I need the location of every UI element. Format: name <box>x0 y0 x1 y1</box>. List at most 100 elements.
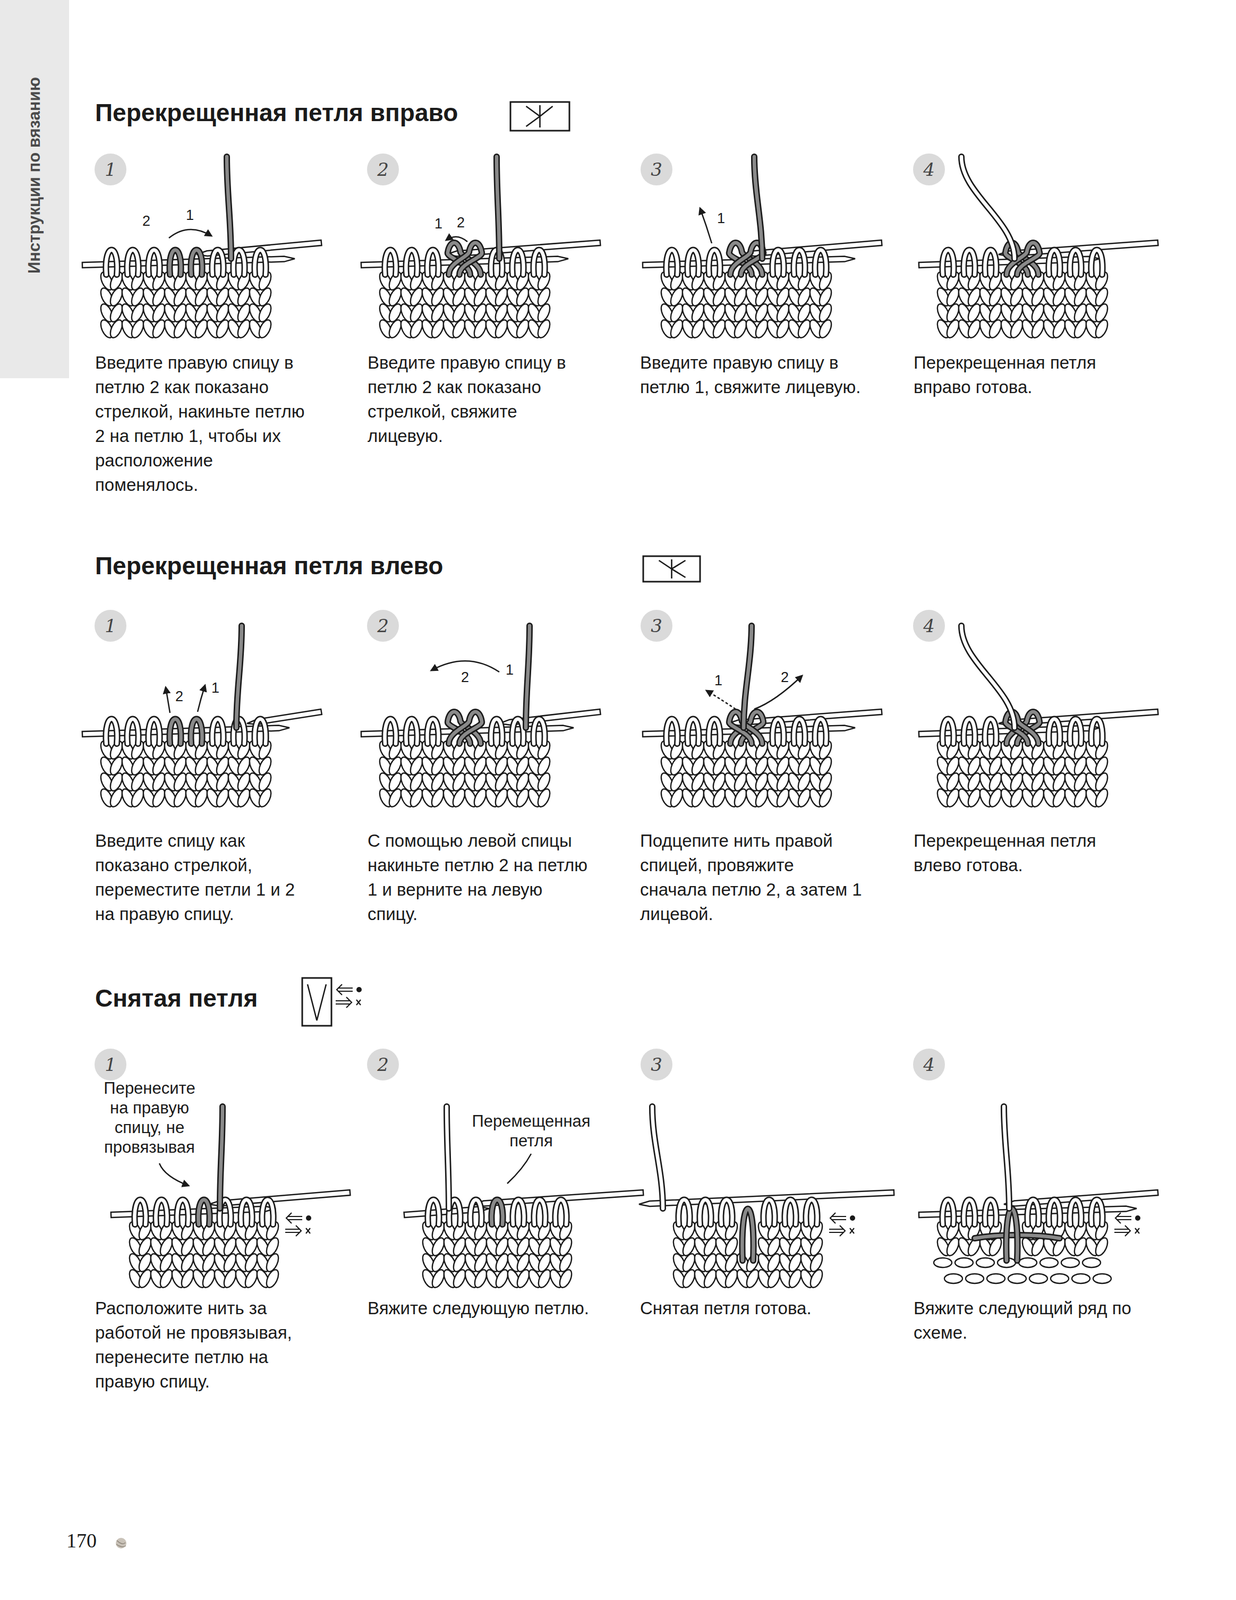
fabric <box>786 787 813 809</box>
stitch-loops <box>687 250 699 276</box>
fabric <box>225 787 253 809</box>
fabric <box>807 1267 825 1290</box>
stitch-loops <box>814 250 826 276</box>
stitch-loops <box>1090 1199 1103 1225</box>
step-digit: 2 <box>377 160 389 179</box>
stitch-loops <box>533 1199 545 1225</box>
fabric <box>1083 1236 1111 1258</box>
stitch-loops <box>176 1199 189 1225</box>
fabric <box>722 787 749 809</box>
stitch-loops <box>105 719 117 745</box>
chart-symbol <box>659 559 686 579</box>
fabric <box>934 1236 962 1258</box>
stitch-loops <box>708 719 720 745</box>
stitch-loops <box>963 1199 975 1225</box>
stitch-loops <box>793 250 805 276</box>
fabric <box>977 318 1004 340</box>
fabric <box>1029 1273 1048 1284</box>
fabric <box>956 787 983 809</box>
working-yarn <box>496 156 500 259</box>
stitch-loops <box>555 1199 567 1225</box>
step-digit: 2 <box>377 1055 389 1074</box>
stitch-loops <box>1048 719 1060 745</box>
stitch-loops <box>963 719 975 745</box>
stitch-loops <box>805 1199 817 1225</box>
working-yarn <box>219 1106 223 1209</box>
fabric <box>722 318 749 340</box>
stitch-loops <box>942 250 954 276</box>
fabric <box>743 318 771 340</box>
fabric <box>140 787 168 809</box>
stitch-loops <box>814 719 826 745</box>
highlighted-stitch <box>448 711 482 744</box>
fabric <box>126 1220 281 1290</box>
fabric <box>1093 1273 1112 1284</box>
stitch-loops <box>942 1199 954 1225</box>
fabric <box>764 787 792 809</box>
step-number: 2 <box>366 152 400 186</box>
stitch-loops <box>942 1199 954 1225</box>
fabric <box>1050 1273 1069 1284</box>
stitch-loops <box>963 250 975 276</box>
stitch-loops <box>763 1199 775 1225</box>
highlighted-stitch <box>190 719 202 745</box>
working-yarn <box>961 625 1015 728</box>
stitch-loops <box>1048 719 1060 745</box>
fabric <box>658 270 834 340</box>
fabric <box>1040 1257 1059 1268</box>
stitch-loops <box>384 250 396 276</box>
callout-number: 1 <box>505 662 514 678</box>
fabric <box>225 318 253 340</box>
highlighted-stitch <box>742 1208 754 1261</box>
fabric <box>140 318 168 340</box>
step-digit: 4 <box>923 616 935 635</box>
stitch-loops <box>105 250 266 276</box>
fabric <box>1050 1273 1069 1284</box>
callout-number: 2 <box>175 689 184 704</box>
working-yarn <box>961 156 1015 259</box>
step-caption: Введите спицу как показано стрелкой, пер… <box>95 828 319 927</box>
step-circle <box>367 1048 399 1081</box>
direction-marks <box>830 1212 847 1224</box>
fabric <box>1062 318 1089 340</box>
callout-number: 1 <box>211 680 220 696</box>
stitch-loops <box>405 250 417 276</box>
fabric <box>462 1267 490 1290</box>
stitch-loops <box>254 719 266 745</box>
step-circle <box>640 153 673 186</box>
highlighted-stitch <box>190 719 202 745</box>
step-caption: Перекрещенная петля влево готова. <box>913 828 1137 878</box>
stitch-loops <box>427 1199 439 1225</box>
stitch-loops <box>793 719 805 745</box>
step-circle <box>913 1048 945 1081</box>
fabric <box>1071 1273 1090 1284</box>
step-circle <box>94 609 127 642</box>
step-number: 1 <box>94 609 127 643</box>
fabric <box>692 1267 719 1290</box>
stitch-loops <box>405 719 417 745</box>
stitch-loops <box>984 1199 996 1225</box>
step-caption: Введите правую спицу в петлю 2 как показ… <box>367 350 591 449</box>
direction-marks <box>1115 1212 1132 1224</box>
working-yarn <box>446 1106 449 1209</box>
direction-marks <box>1135 1228 1140 1234</box>
fabric <box>1093 1273 1112 1284</box>
fabric <box>816 318 834 340</box>
fabric <box>701 787 728 809</box>
fabric <box>1071 1273 1090 1284</box>
stitch-loops <box>720 1199 732 1225</box>
knitting-swatch <box>361 625 601 809</box>
step-caption: Перекрещенная петля вправо готова. <box>913 350 1137 400</box>
stitch-loops <box>427 719 439 745</box>
fabric <box>254 1267 281 1290</box>
fabric <box>377 318 404 340</box>
stitch-loops <box>708 250 720 276</box>
chart-symbol <box>302 977 332 1026</box>
chart-symbol <box>643 556 701 582</box>
highlighted-stitch <box>742 1208 754 1261</box>
highlighted-stitch <box>448 711 482 744</box>
direction-marks <box>286 1212 303 1224</box>
fabric <box>934 787 962 809</box>
working-yarn <box>652 1106 663 1209</box>
knitting-swatch <box>918 625 1159 809</box>
